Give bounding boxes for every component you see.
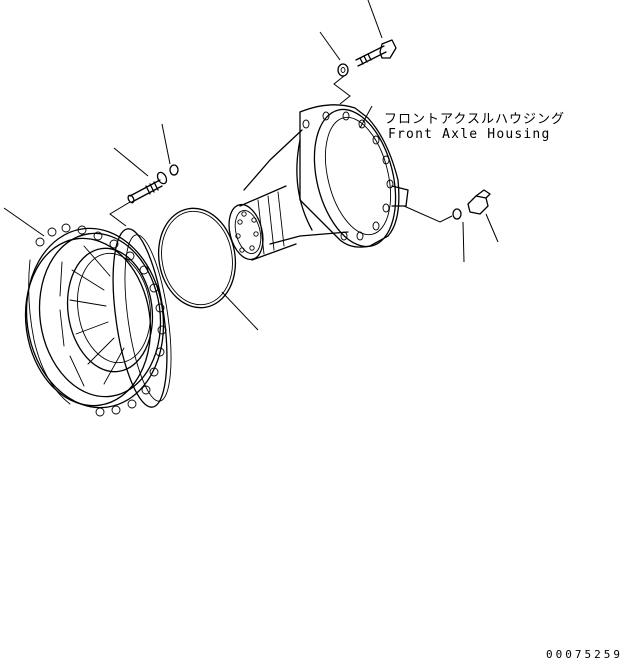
- drawing-number: 00075259: [546, 648, 623, 661]
- housing-label-japanese: フロントアクスルハウジング: [384, 112, 565, 127]
- plug-part: [467, 189, 491, 215]
- stud-bolt-part: [127, 171, 168, 204]
- washer-small-part: [169, 164, 179, 176]
- housing-label-english: Front Axle Housing: [388, 127, 551, 142]
- leader-lines: [3, 0, 499, 331]
- gasket-part: [452, 208, 462, 220]
- washer-top-part: [337, 63, 349, 77]
- hex-bolt-part: [355, 39, 397, 67]
- axle-housing-part: [228, 104, 409, 261]
- hub-carrier-part: [24, 223, 172, 417]
- o-ring-part: [157, 207, 237, 309]
